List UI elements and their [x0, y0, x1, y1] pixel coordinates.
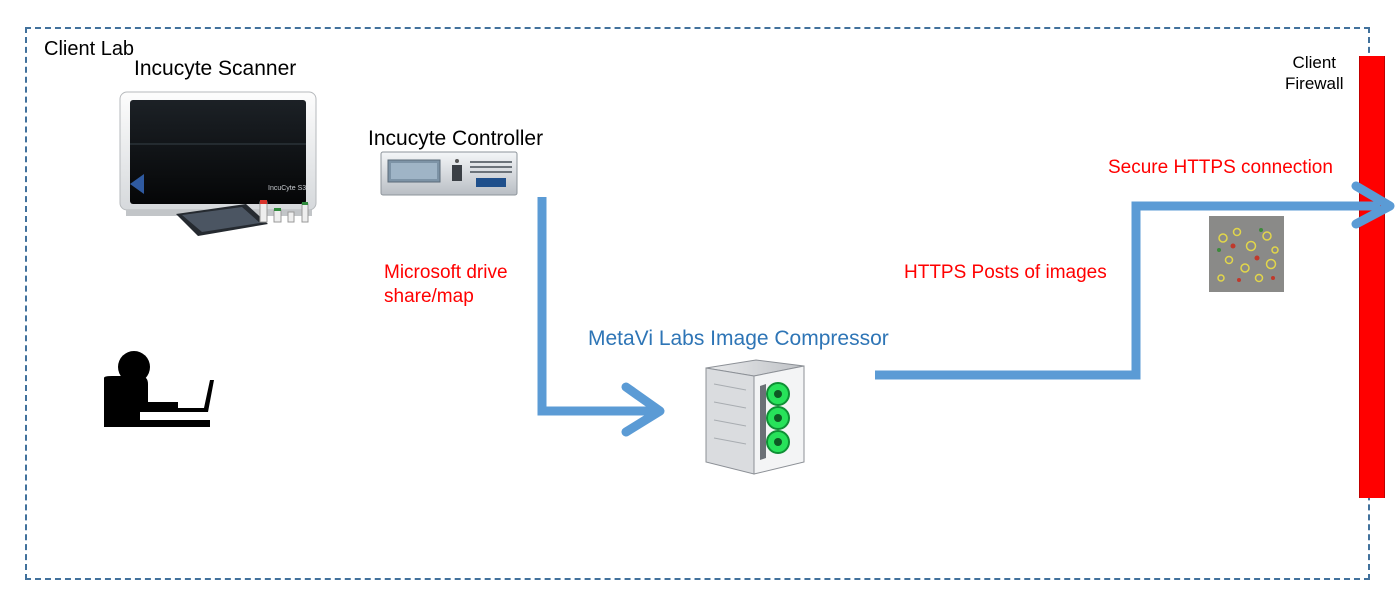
incubator-scanner-icon: IncuCyte S3	[119, 91, 317, 236]
client-lab-label: Client Lab	[44, 38, 135, 60]
https-posts-arrow	[875, 201, 1380, 380]
firewall-label-line1: Client	[1292, 53, 1337, 72]
cell-image-thumbnail-icon	[1209, 216, 1284, 292]
compressor-title: MetaVi Labs Image Compressor	[588, 327, 889, 350]
user-at-laptop-icon	[104, 351, 214, 427]
drive-share-label-line2: share/map	[384, 286, 474, 307]
drive-share-arrow	[537, 197, 658, 416]
firewall-label-line2: Firewall	[1285, 74, 1344, 93]
controller-title: Incucyte Controller	[368, 127, 544, 150]
firewall-label: Client Firewall	[1285, 52, 1344, 94]
secure-https-arrowhead	[1351, 181, 1395, 229]
secure-connection-label: Secure HTTPS connection	[1108, 157, 1333, 178]
https-posts-label: HTTPS Posts of images	[904, 262, 1107, 283]
drive-share-label-line1: Microsoft drive	[384, 262, 508, 283]
drive-share-label: Microsoft drive share/map	[384, 261, 508, 309]
drive-share-arrowhead	[621, 382, 665, 437]
scanner-title: Incucyte Scanner	[134, 57, 297, 80]
scanner-badge: IncuCyte S3	[268, 185, 306, 192]
rack-controller-icon	[380, 151, 518, 196]
pc-tower-icon	[705, 359, 805, 475]
client-firewall-bar	[1359, 56, 1385, 498]
